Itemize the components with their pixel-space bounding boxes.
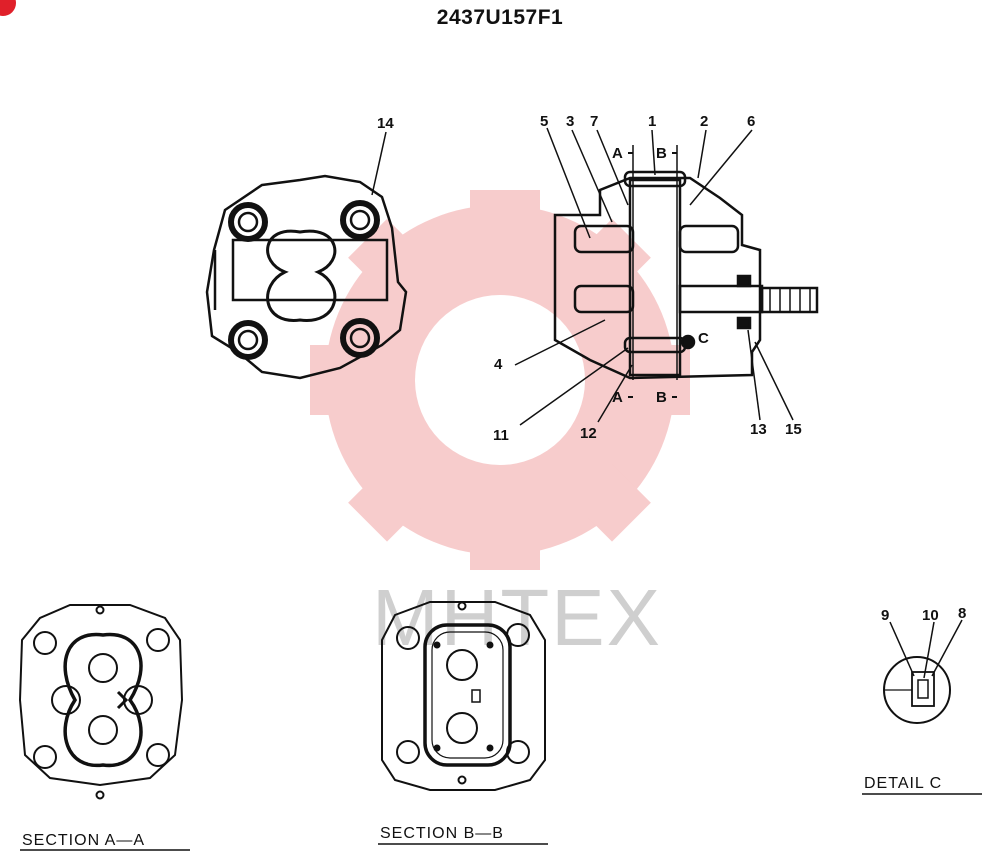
label-section-a-bottom: A: [612, 389, 623, 406]
label-detail-c: C: [698, 330, 709, 347]
drawing-title: 2437U157F1: [436, 6, 564, 29]
label-3: 3: [566, 113, 574, 130]
front-view: [205, 131, 408, 380]
side-section-view: [514, 127, 819, 426]
detail-c-view: [883, 619, 963, 724]
label-10: 10: [922, 607, 939, 624]
section-bb-view: [381, 601, 546, 791]
label-5: 5: [540, 113, 548, 130]
label-13: 13: [750, 421, 767, 438]
caption-detail-c: DETAIL C: [864, 775, 942, 792]
watermark-text: MHTEX: [372, 573, 662, 662]
label-1: 1: [648, 113, 656, 130]
corner-badge-icon: [0, 0, 16, 16]
label-8: 8: [958, 605, 966, 622]
label-11: 11: [493, 427, 509, 444]
caption-section-bb: SECTION B—B: [380, 825, 504, 842]
caption-section-aa: SECTION A—A: [22, 832, 145, 849]
label-15: 15: [785, 421, 802, 438]
label-12: 12: [580, 425, 597, 442]
label-4: 4: [494, 356, 503, 373]
section-aa-view: [18, 604, 184, 800]
label-14: 14: [377, 115, 394, 132]
label-7: 7: [590, 113, 598, 130]
label-section-b-top: B: [656, 145, 667, 162]
label-9: 9: [881, 607, 889, 624]
label-2: 2: [700, 113, 708, 130]
label-6: 6: [747, 113, 755, 130]
label-section-b-bottom: B: [656, 389, 667, 406]
label-section-a-top: A: [612, 145, 623, 162]
